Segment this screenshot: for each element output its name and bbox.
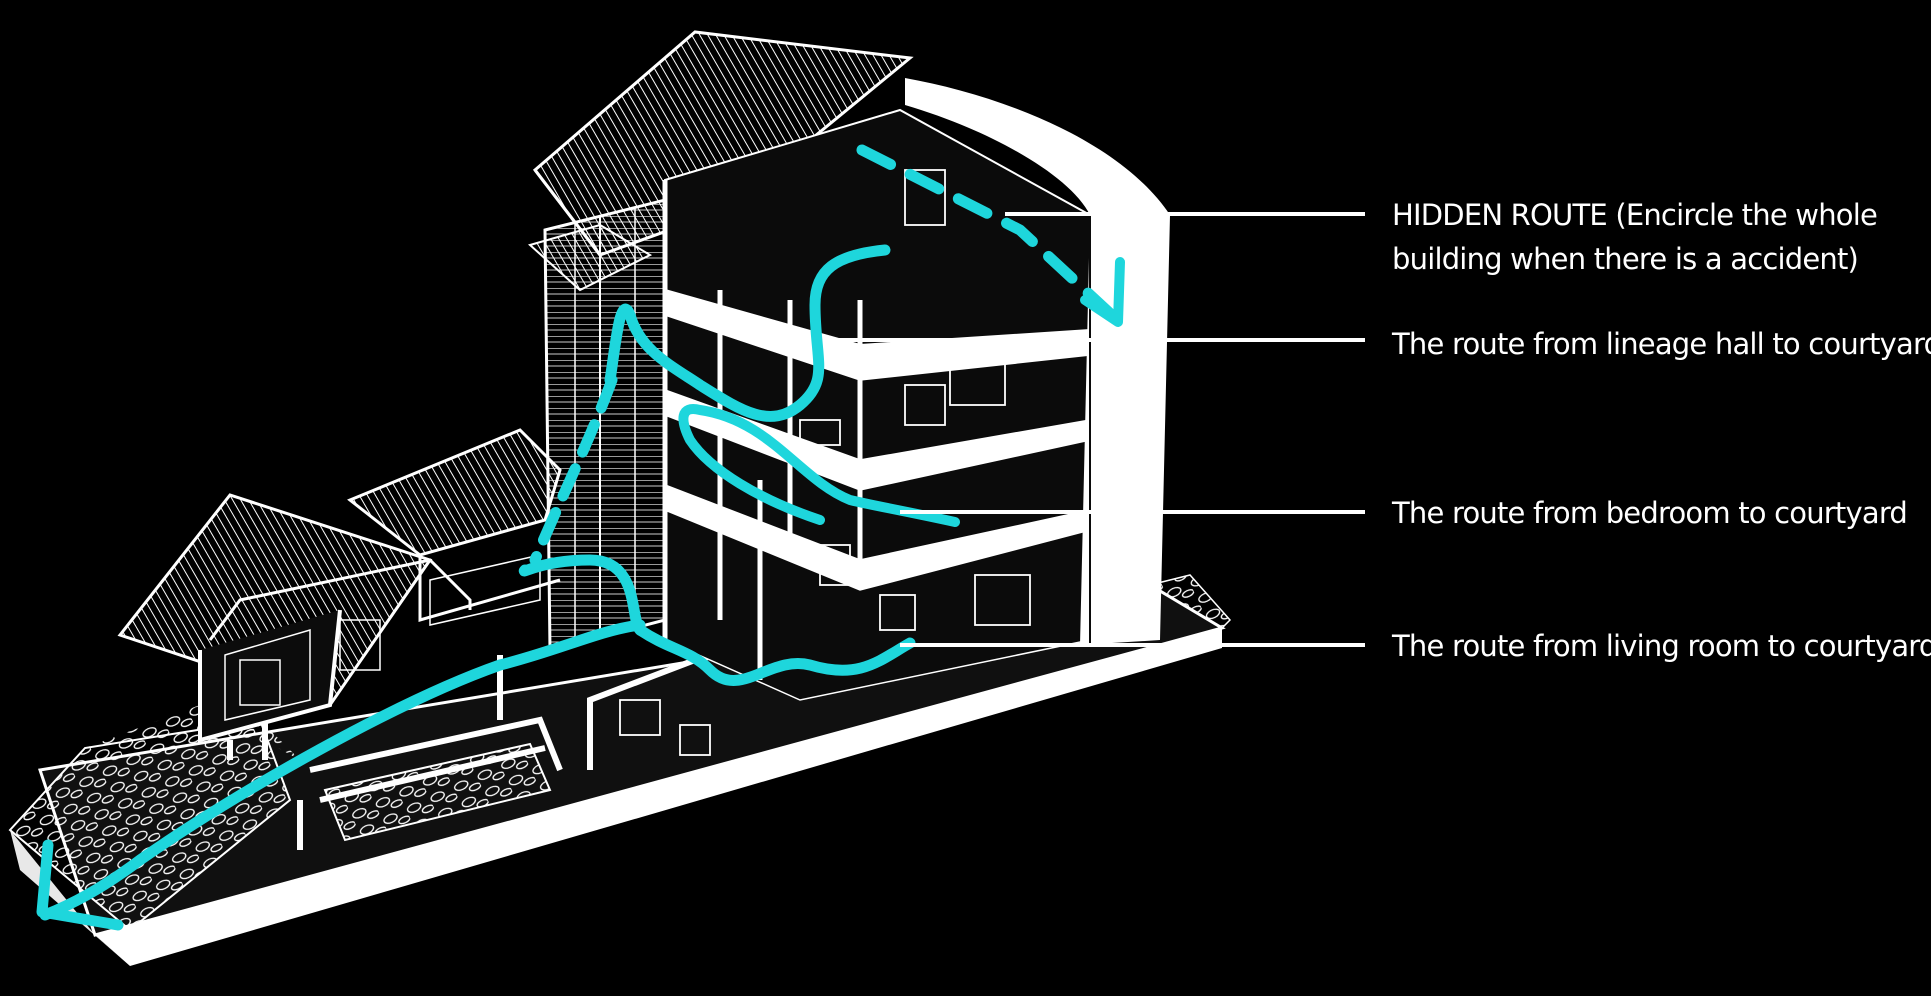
planter-bed <box>323 742 552 842</box>
lineage-route-path <box>604 244 891 422</box>
living-route-path <box>518 554 916 686</box>
hidden-route-label-line2: building when there is a accident) <box>1392 242 1859 276</box>
main-tower <box>527 30 1170 756</box>
bedroom-route-label: The route from bedroom to courtyard <box>1392 496 1908 530</box>
exit-arrowhead <box>36 839 124 931</box>
bedroom-route-path <box>678 404 960 527</box>
hidden-route-arrowhead <box>1080 257 1125 327</box>
hidden-route-path <box>856 144 1121 324</box>
living-route-label: The route from living room to courtyard <box>1392 629 1931 663</box>
route-paths <box>36 144 1125 931</box>
main-exit-route-path <box>39 619 646 921</box>
stone-paving <box>8 574 1232 932</box>
hidden-route-label: HIDDEN ROUTE (Encircle the whole buildin… <box>1392 193 1878 281</box>
hidden-route-label-line1: HIDDEN ROUTE (Encircle the whole <box>1392 198 1878 232</box>
side-house <box>117 493 472 760</box>
lineage-route-label: The route from lineage hall to courtyard <box>1392 327 1931 361</box>
leader-lines <box>825 212 1365 647</box>
lineage-route-dashed <box>529 374 618 566</box>
